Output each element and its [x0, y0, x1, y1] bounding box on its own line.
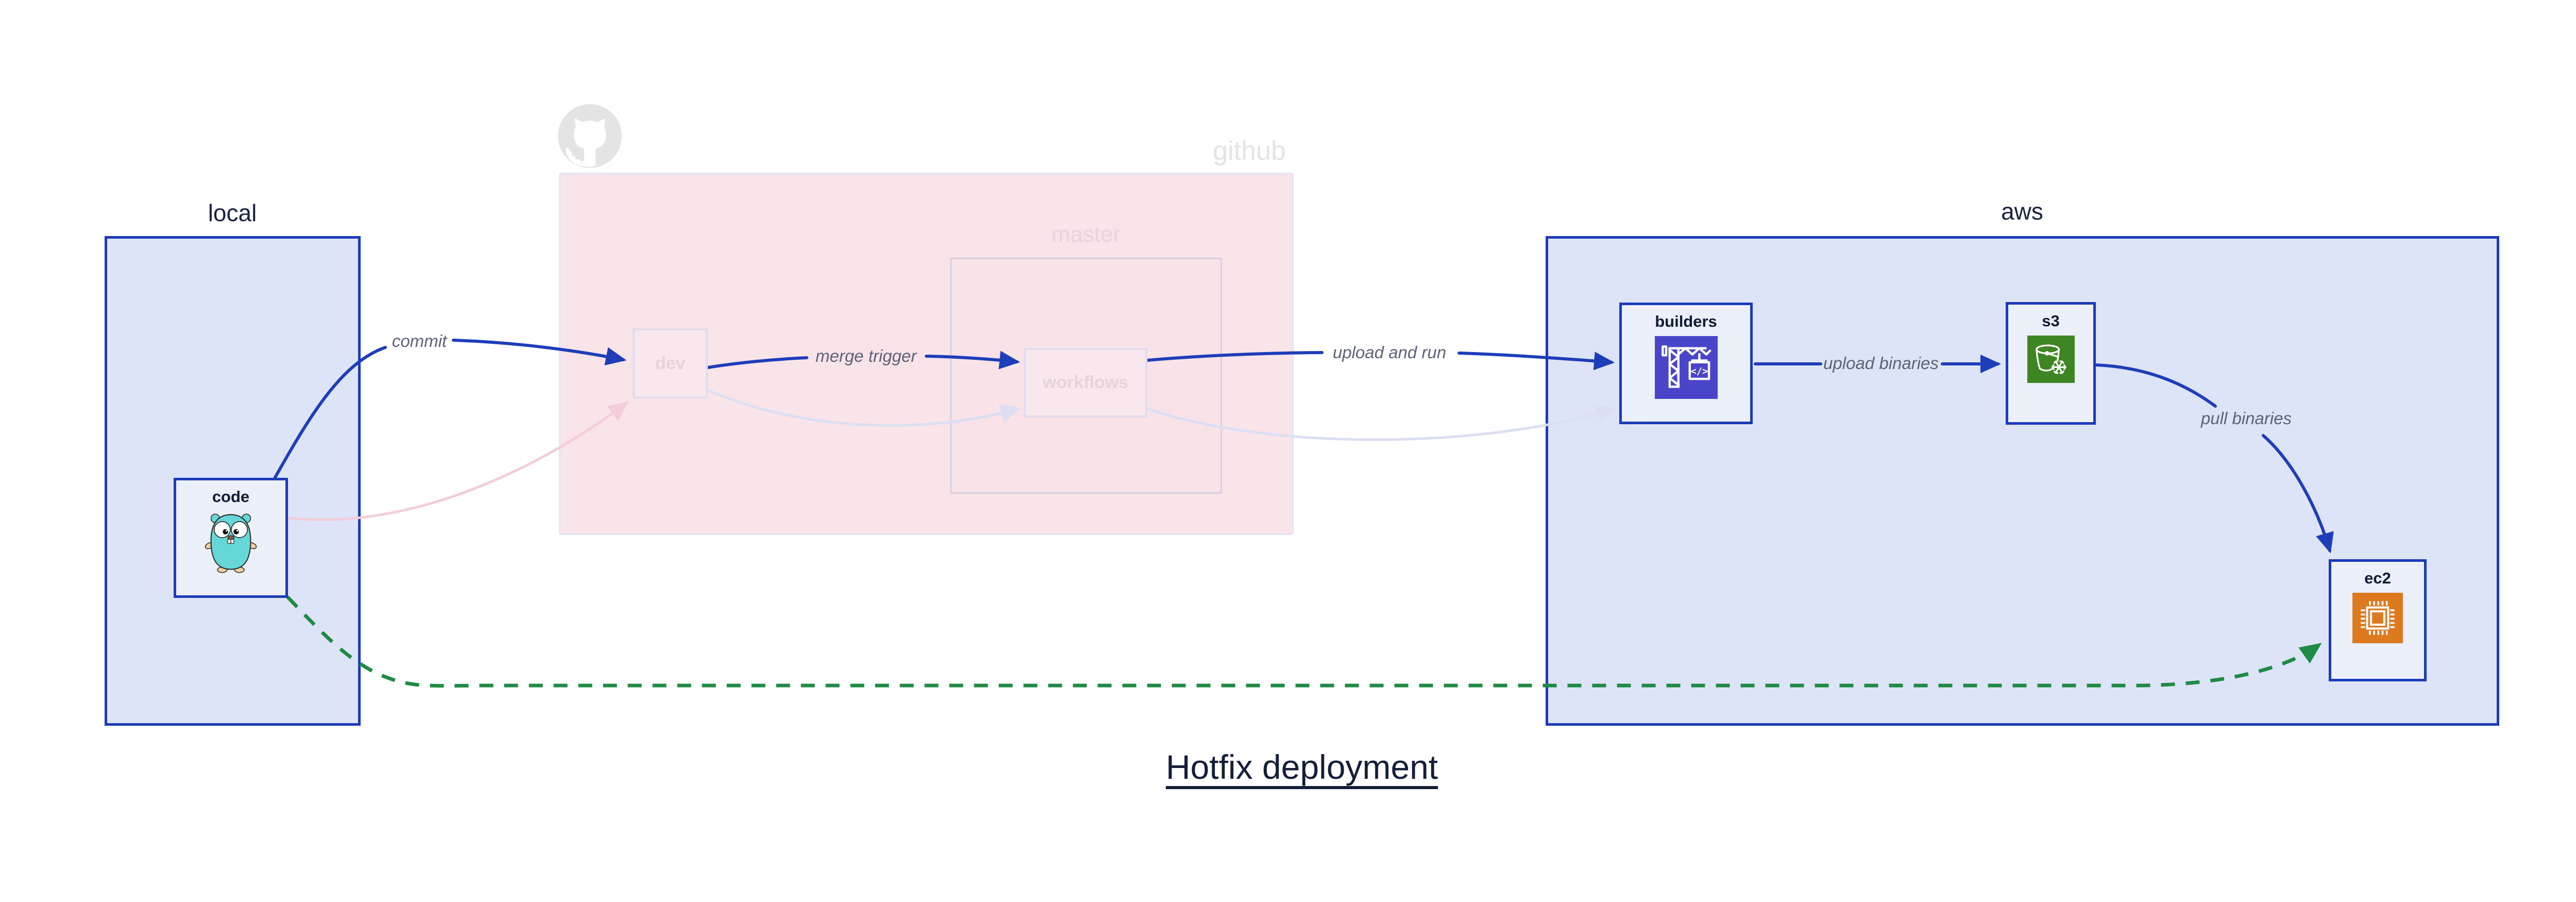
gopher-icon	[204, 511, 258, 576]
dev-node-label: dev	[655, 353, 686, 373]
s3-node-label: s3	[2042, 312, 2060, 330]
upload-binaries-edge-label: upload binaries	[1823, 354, 1939, 373]
code-node: code	[174, 478, 288, 598]
ec2-node: ec2	[2329, 559, 2427, 681]
s3-node: s3	[2006, 302, 2096, 425]
diagram-title: Hotfix deployment	[1165, 748, 1438, 786]
merge-trigger-edge-label: merge trigger	[815, 346, 917, 365]
local-group-label: local	[208, 199, 257, 226]
commit-edge-label: commit	[392, 331, 447, 350]
code-node-label: code	[212, 488, 250, 506]
master-group-label: master	[1051, 222, 1121, 247]
builders-node-label: builders	[1655, 312, 1717, 330]
github-octocat-icon	[558, 104, 622, 168]
builders-node: builders </>	[1619, 303, 1753, 424]
dev-node: dev	[633, 328, 708, 398]
s3-bucket-snowflake-icon	[2027, 336, 2075, 386]
upload-and-run-edge-label: upload and run	[1332, 343, 1447, 362]
aws-group-label: aws	[2001, 198, 2043, 225]
github-group-label: github	[1213, 136, 1286, 166]
workflows-node-label: workflows	[1042, 373, 1129, 392]
codebuild-crane-icon: </>	[1654, 336, 1718, 402]
svg-text:</>: </>	[1690, 366, 1708, 377]
ec2-chip-icon	[2352, 593, 2403, 646]
workflows-node: workflows	[1024, 348, 1147, 417]
ec2-node-label: ec2	[2364, 569, 2391, 587]
pull-binaries-edge-label: pull binaries	[2200, 409, 2292, 428]
